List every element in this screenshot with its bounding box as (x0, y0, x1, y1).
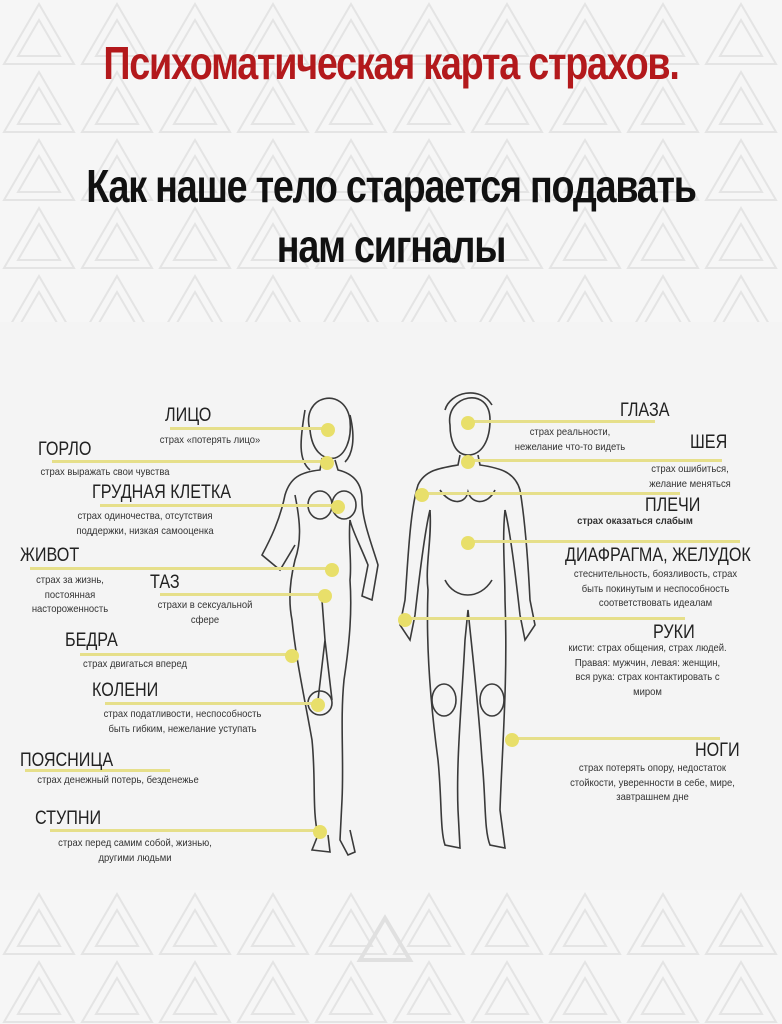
desc-line: страх ошибиться, (651, 463, 729, 475)
leader-line (468, 459, 722, 462)
desc-line: страхи в сексуальной (157, 599, 253, 611)
desc-legs: страх потерять опору, недостаток стойкост… (556, 761, 750, 805)
label-face: ЛИЦО (165, 405, 212, 426)
desc-line: страх реальности, (529, 426, 611, 438)
desc-line: соответствовать идеалам (598, 597, 713, 609)
desc-feet: страх перед самим собой, жизнью, другими … (41, 836, 230, 865)
marker-dot (505, 733, 519, 747)
label-arms: РУКИ (653, 622, 695, 643)
desc-neck: страх ошибиться, желание меняться (636, 462, 744, 491)
leader-line (50, 829, 320, 832)
desc-line: стеснительность, боязливость, страх (573, 568, 738, 580)
desc-line: сфере (190, 613, 220, 626)
page-title: Психоматическая карта страхов. (103, 37, 679, 89)
desc-line: страх перед самим собой, жизнью, (58, 837, 212, 849)
desc-hips: страх двигаться вперед (63, 657, 207, 672)
label-feet: СТУПНИ (35, 808, 102, 829)
desc-line: страх «потерять лицо» (159, 434, 261, 446)
desc-line: постоянная (44, 588, 96, 601)
leader-line (80, 653, 292, 656)
desc-line: страх оказаться слабым (577, 515, 693, 527)
marker-dot (325, 563, 339, 577)
male-figure (399, 392, 536, 850)
label-legs: НОГИ (695, 740, 740, 761)
desc-line: страх за жизнь, (36, 574, 104, 586)
label-pelvis: ТАЗ (150, 572, 180, 593)
marker-dot (461, 416, 475, 430)
desc-line: страх одиночества, отсутствия (77, 510, 213, 522)
marker-dot (461, 455, 475, 469)
leader-line (422, 492, 680, 495)
desc-lower-back: страх денежный потерь, безденежье (19, 773, 217, 788)
marker-dot (461, 536, 475, 550)
desc-line: быть гибким, нежелание уступать (108, 722, 257, 735)
desc-line: завтрашнем дне (616, 791, 689, 803)
desc-line: Правая: мужчин, левая: женщин, (574, 656, 721, 669)
desc-line: стойкости, уверенности в себе, мире, (570, 776, 735, 789)
leader-line (100, 504, 340, 507)
diagram-panel (0, 322, 782, 890)
label-belly: ЖИВОТ (20, 545, 80, 566)
marker-dot (415, 488, 429, 502)
label-lower-back: ПОЯСНИЦА (20, 750, 114, 771)
leader-line (52, 460, 330, 463)
desc-line: быть покинутым и неспособность (581, 582, 730, 595)
marker-dot (398, 613, 412, 627)
label-neck: ШЕЯ (690, 432, 728, 453)
marker-dot (318, 589, 332, 603)
desc-face: страх «потерять лицо» (147, 433, 273, 448)
label-shoulders: ПЛЕЧИ (645, 495, 701, 516)
desc-chest: страх одиночества, отсутствия поддержки, … (60, 509, 231, 538)
leader-line (30, 567, 335, 570)
marker-dot (311, 698, 325, 712)
leader-line (170, 427, 330, 430)
label-diaphragm: ДИАФРАГМА, ЖЕЛУДОК (565, 545, 751, 566)
background-pattern-bottom (0, 890, 782, 1024)
subtitle-line: нам сигналы (276, 220, 507, 272)
desc-arms: кисти: страх общения, страх людей. Правая… (551, 641, 745, 699)
leader-line (160, 593, 325, 596)
desc-throat: страх выражать свои чувства (20, 465, 191, 480)
desc-line: кисти: страх общения, страх людей. (568, 642, 727, 654)
label-chest: ГРУДНАЯ КЛЕТКА (92, 482, 232, 503)
female-figure (260, 397, 379, 857)
desc-pelvis: страхи в сексуальной сфере (142, 598, 268, 627)
leader-line (468, 540, 740, 543)
desc-diaphragm: стеснительность, боязливость, страх быть … (559, 567, 753, 611)
watermark-logo (356, 914, 414, 962)
desc-line: другими людьми (98, 851, 172, 864)
desc-line: нежелание что-то видеть (514, 440, 626, 453)
desc-belly: страх за жизнь, постоянная настороженность (21, 573, 120, 617)
leader-line (105, 702, 320, 705)
subtitle-line: Как наше тело старается подавать (86, 160, 697, 212)
desc-line: поддержки, низкая самооценка (76, 524, 214, 537)
leader-line (468, 420, 655, 423)
desc-knees: страх податливости, неспособность быть ги… (86, 707, 280, 736)
desc-line: страх денежный потерь, безденежье (37, 774, 199, 786)
page-subtitle: Как наше тело старается подавать нам сиг… (70, 156, 711, 276)
label-knees: КОЛЕНИ (92, 680, 159, 701)
desc-line: страх выражать свои чувства (40, 466, 170, 478)
desc-line: миром (633, 685, 662, 698)
desc-eyes: страх реальности, нежелание что-то видеть (503, 425, 638, 454)
label-throat: ГОРЛО (38, 439, 92, 460)
marker-dot (331, 500, 345, 514)
desc-line: страх потерять опору, недостаток (578, 762, 727, 774)
background-pattern (0, 0, 782, 322)
label-eyes: ГЛАЗА (620, 400, 670, 421)
marker-dot (321, 423, 335, 437)
leader-line (405, 617, 685, 620)
desc-line: вся рука: страх контактировать с (575, 671, 720, 683)
leader-line (25, 769, 170, 772)
desc-shoulders: страх оказаться слабым (568, 514, 703, 529)
desc-line: настороженность (31, 603, 109, 615)
label-hips: БЕДРА (65, 630, 118, 651)
desc-line: желание меняться (649, 477, 731, 490)
marker-dot (320, 456, 334, 470)
leader-line (512, 737, 720, 740)
marker-dot (285, 649, 299, 663)
desc-line: страх двигаться вперед (83, 658, 187, 670)
desc-line: страх податливости, неспособность (103, 708, 262, 720)
marker-dot (313, 825, 327, 839)
